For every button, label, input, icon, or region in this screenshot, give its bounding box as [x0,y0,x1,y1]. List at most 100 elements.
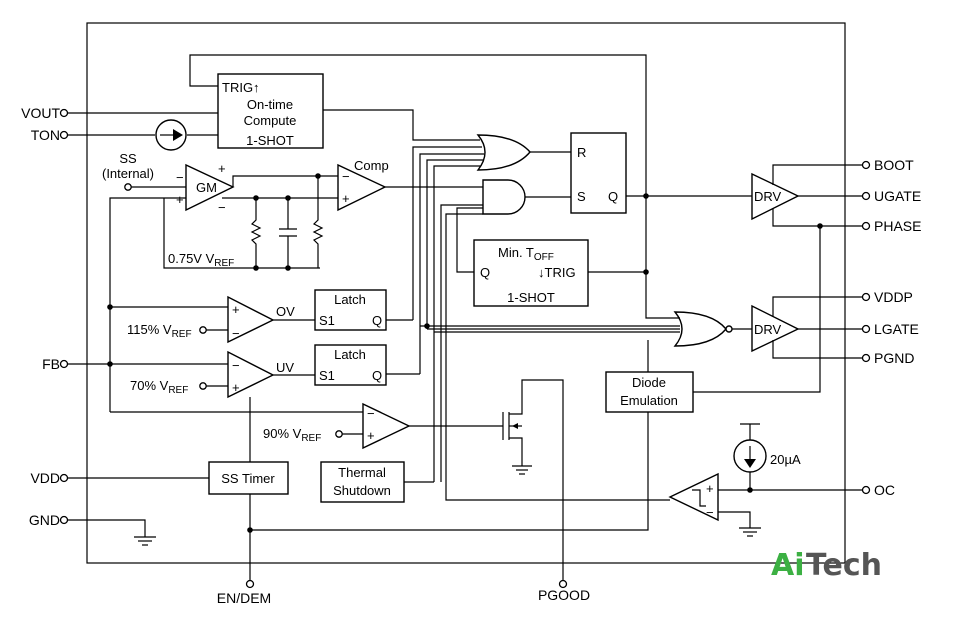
one-shot-trig-label: TRIG↑ [222,80,260,95]
on-time-one-shot [217,73,324,149]
pin-gnd: GND [29,512,156,546]
svg-text:Thermal: Thermal [338,465,386,480]
diode-emulation [605,371,694,413]
svg-text:↓TRIG: ↓TRIG [538,265,576,280]
svg-text:GM: GM [196,180,217,195]
svg-text:OC: OC [874,482,895,498]
svg-text:+: + [218,161,226,176]
svg-text:GND: GND [29,512,60,528]
pin-fb: FB [42,356,228,372]
min-toff-label: Min. TOFF [498,245,554,263]
thermal-shutdown [320,461,405,503]
svg-text:BOOT: BOOT [874,157,914,173]
svg-text:Q: Q [480,265,490,280]
svg-text:SS Timer: SS Timer [221,471,275,486]
svg-text:DRV: DRV [754,189,782,204]
svg-text:EN/DEM: EN/DEM [217,590,271,606]
or-gate [476,134,531,171]
svg-text:S1: S1 [319,368,335,383]
svg-text:(Internal): (Internal) [102,166,154,181]
pin-phase: PHASE [772,208,921,234]
svg-text:−: − [218,200,226,215]
svg-text:DRV: DRV [754,322,782,337]
svg-text:Latch: Latch [334,347,366,362]
pin-pgood: PGOOD [538,579,590,603]
min-toff-one-shot [473,239,589,307]
pgood-mosfet-icon [502,379,564,585]
svg-text:−: − [706,505,714,520]
svg-text:Comp: Comp [354,158,389,173]
svg-text:TON: TON [31,127,60,143]
svg-text:+: + [176,192,184,207]
svg-text:Q: Q [608,189,618,204]
pin-ugate: UGATE [798,188,921,204]
svg-text:−: − [232,358,240,373]
and-gate [482,179,526,215]
gm-amplifier [185,163,235,212]
svg-text:+: + [367,428,375,443]
svg-text:Diode: Diode [632,375,666,390]
svg-text:S: S [577,189,586,204]
pin-oc: OC [861,482,895,498]
drv-high-side [751,172,800,221]
svg-text:+: + [232,302,240,317]
ov-latch [314,289,387,331]
svg-text:Compute: Compute [244,113,297,128]
svg-text:VDDP: VDDP [874,289,913,305]
pin-pgnd: PGND [772,340,914,366]
pg-ref-label: 90% VREF [263,426,321,444]
oc-comparator [668,472,719,522]
svg-text:1-SHOT: 1-SHOT [246,133,294,148]
drv-low-side [751,304,800,353]
svg-text:UGATE: UGATE [874,188,921,204]
svg-text:Q: Q [372,313,382,328]
svg-text:−: − [342,169,350,184]
chip-boundary [86,22,846,564]
svg-text:UV: UV [276,360,294,375]
pin-vddp: VDDP [772,289,913,317]
ov-comparator [227,295,275,344]
current-source-icon [155,119,187,151]
svg-text:S1: S1 [319,313,335,328]
svg-text:+: + [706,481,714,496]
uv-latch [314,344,387,386]
pgood-comparator [362,402,411,450]
pin-vdd: VDD [30,470,209,486]
svg-text:Q: Q [372,368,382,383]
svg-text:VOUT: VOUT [21,105,60,121]
svg-text:Emulation: Emulation [620,393,678,408]
svg-text:VDD: VDD [30,470,60,486]
svg-text:+: + [232,380,240,395]
svg-text:Latch: Latch [334,292,366,307]
svg-text:+: + [342,191,350,206]
ov-ref-label: 115% VREF [127,322,192,340]
ss-timer [208,461,289,495]
svg-text:LGATE: LGATE [874,321,919,337]
svg-text:OV: OV [276,304,295,319]
comp-comparator [337,163,387,212]
svg-text:On-time: On-time [247,97,293,112]
uv-ref-label: 70% VREF [130,378,188,396]
pin-lgate: LGATE [798,321,919,337]
nor-gate [673,311,727,347]
svg-text:FB: FB [42,356,60,372]
pin-boot: BOOT [772,157,914,185]
pin-ton: TON [31,127,218,143]
svg-text:PGND: PGND [874,350,914,366]
svg-text:−: − [232,326,240,341]
rs-flip-flop [570,132,627,214]
svg-text:−: − [176,170,184,185]
vref-075-label: 0.75V VREF [168,251,234,269]
pin-vout: VOUT [21,105,218,121]
svg-text:PHASE: PHASE [874,218,921,234]
svg-text:−: − [367,406,375,421]
resistor-icon [312,176,324,268]
svg-text:Tech: Tech [806,548,882,583]
resistor-icon [250,198,262,268]
svg-text:1-SHOT: 1-SHOT [507,290,555,305]
svg-text:Shutdown: Shutdown [333,483,391,498]
aitech-logo: Ai Tech [771,548,882,583]
ss-label: SS [119,151,137,166]
uv-comparator [227,350,275,399]
